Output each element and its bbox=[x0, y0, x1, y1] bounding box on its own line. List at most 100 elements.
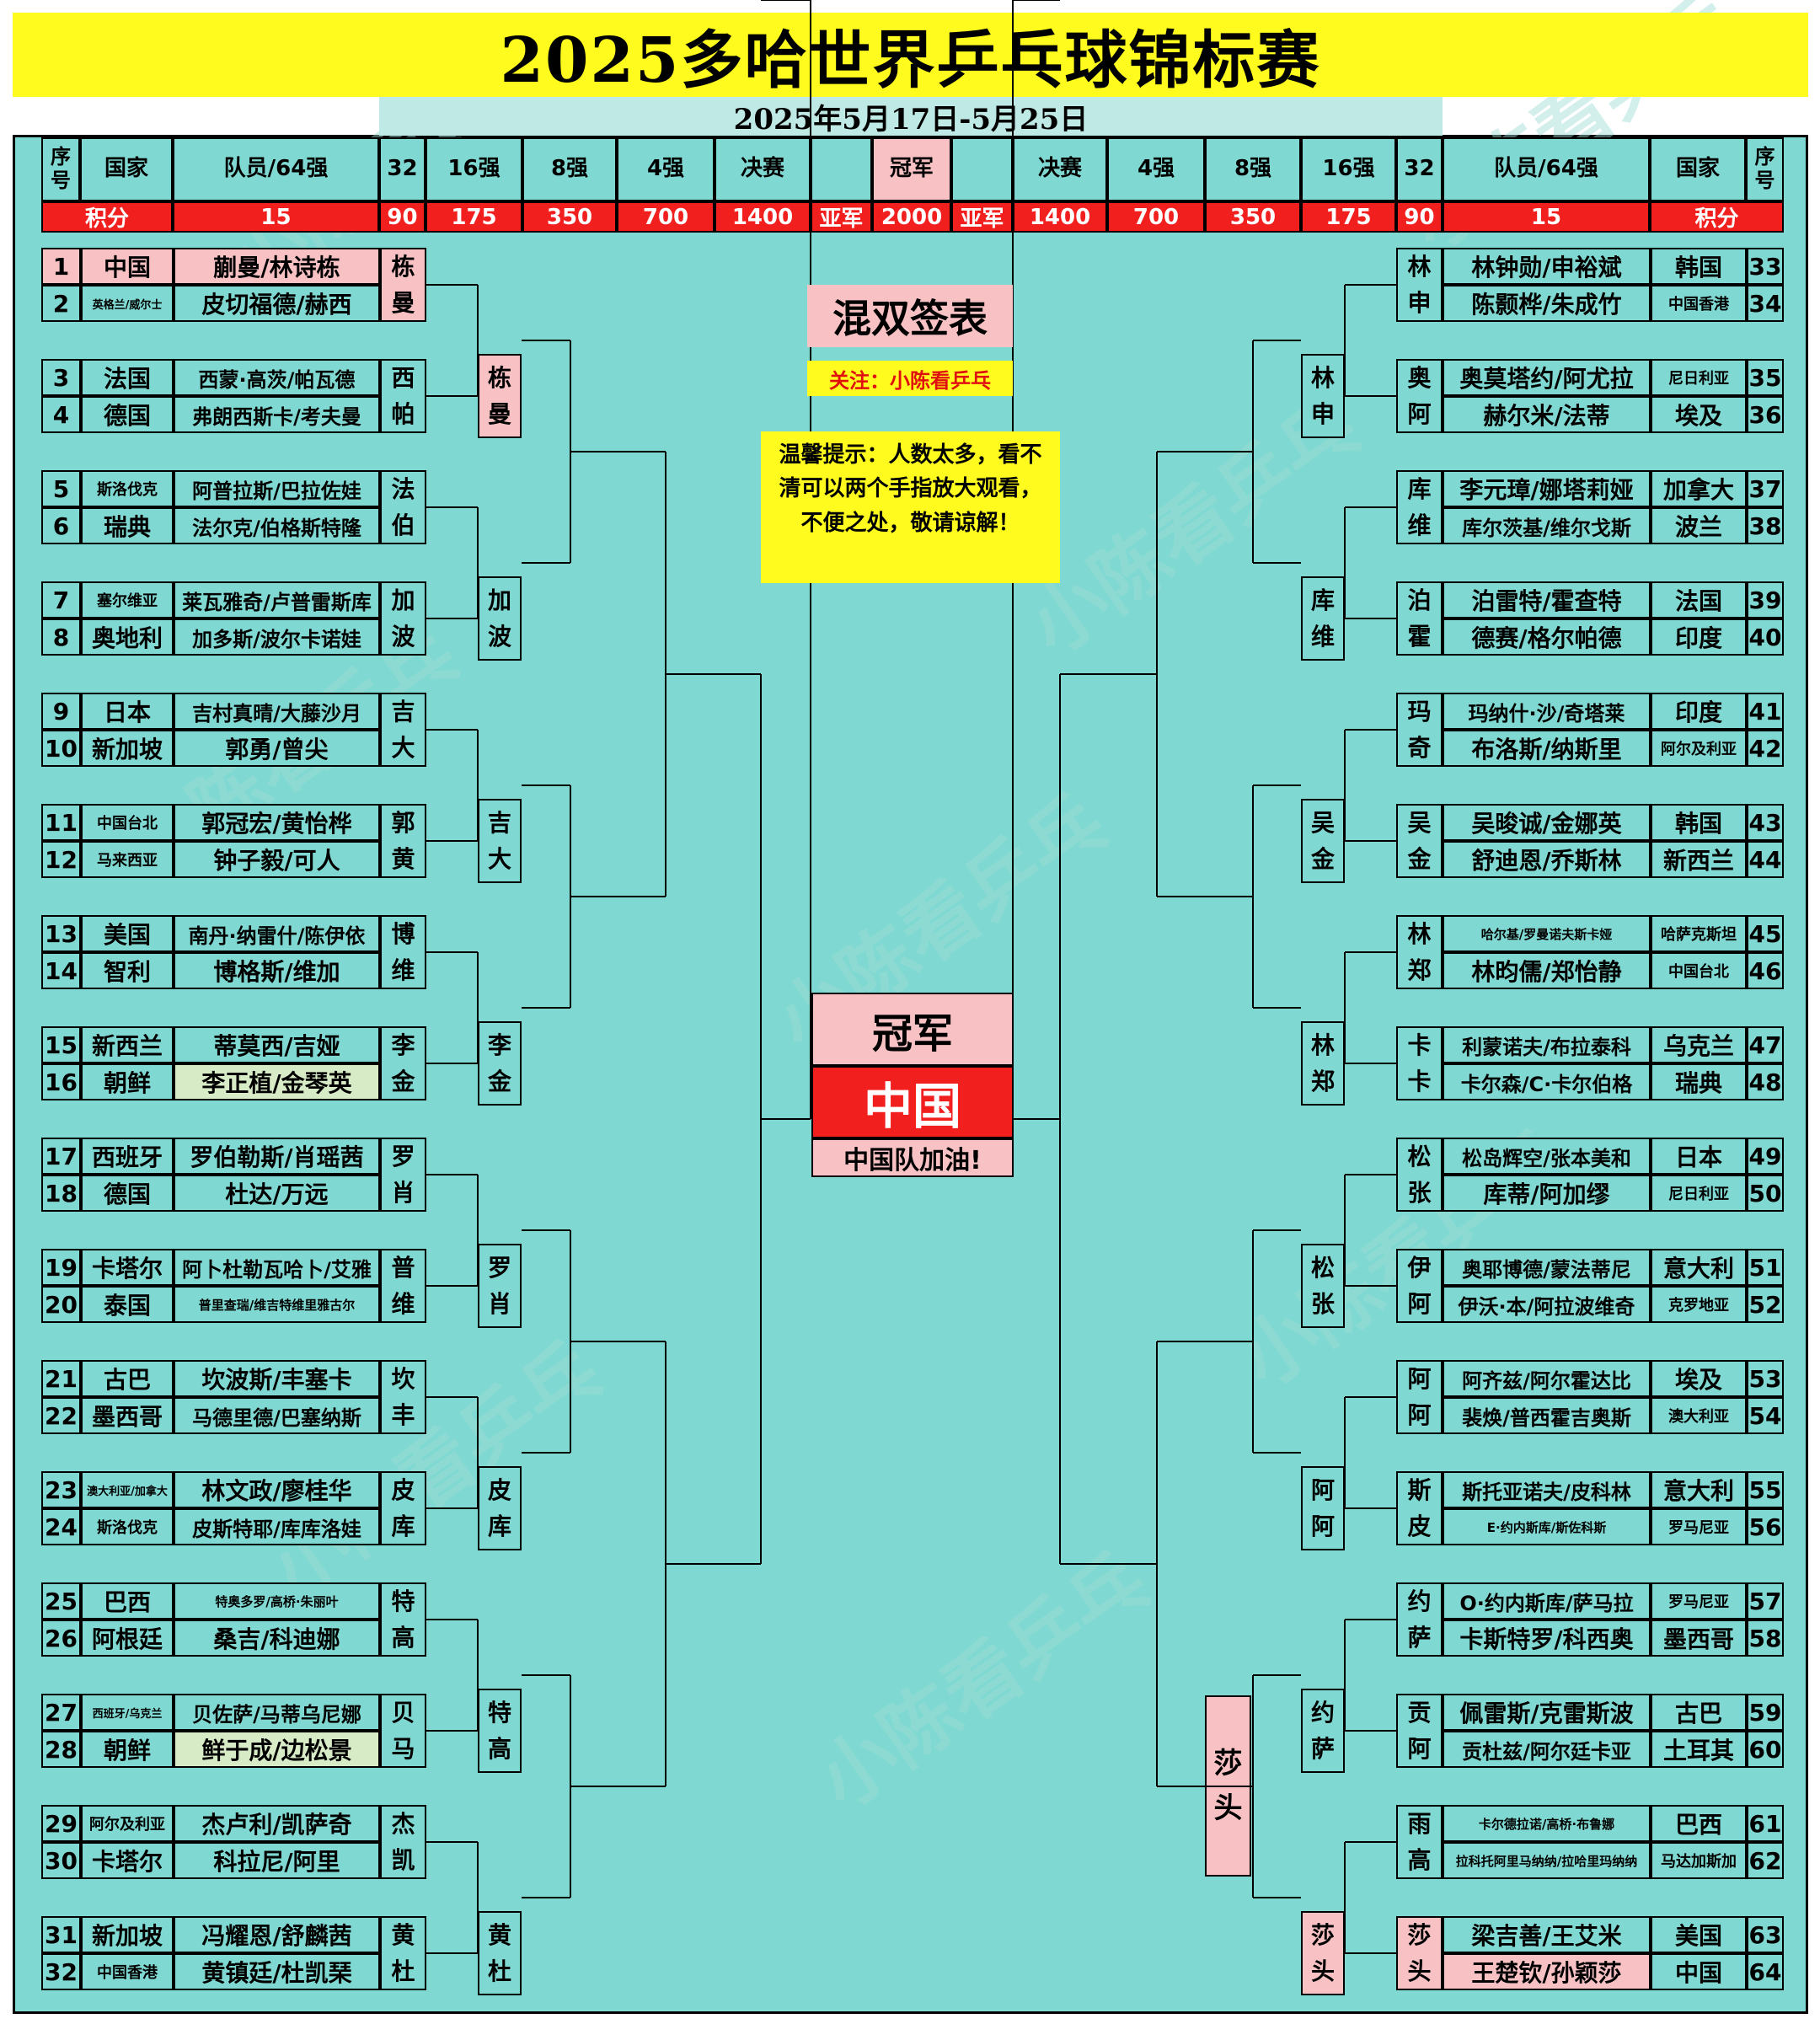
r32-winner-right: 卡卡 bbox=[1396, 1026, 1443, 1100]
abbr-char: 约 bbox=[1407, 1587, 1432, 1615]
abbr-char: 肖 bbox=[391, 1179, 415, 1207]
r32-winner-left: 皮库 bbox=[380, 1471, 426, 1545]
abbr-char: 曼 bbox=[487, 400, 511, 428]
team-players: 阿卜杜勒瓦哈卜/艾雅 bbox=[174, 1249, 380, 1286]
team-players: 皮斯特耶/库库洛娃 bbox=[174, 1508, 380, 1545]
team-players: 西蒙·高茨/帕瓦德 bbox=[174, 359, 380, 396]
r16-winner-left: 吉大 bbox=[478, 799, 522, 883]
seed-number: 4 bbox=[41, 396, 81, 433]
seed-number: 6 bbox=[41, 507, 81, 544]
team-country: 新西兰 bbox=[81, 1026, 174, 1063]
seed-number: 29 bbox=[41, 1805, 81, 1842]
seed-number: 26 bbox=[41, 1620, 81, 1657]
abbr-char: 斯 bbox=[1407, 1475, 1432, 1504]
team-players: 贝佐萨/马蒂乌尼娜 bbox=[174, 1694, 380, 1731]
team-country: 阿根廷 bbox=[81, 1620, 174, 1657]
seed-number: 22 bbox=[41, 1397, 81, 1434]
points-4: 700 bbox=[617, 201, 715, 233]
seed-number: 24 bbox=[41, 1508, 81, 1545]
abbr-char: 维 bbox=[1407, 511, 1432, 539]
seed-number: 52 bbox=[1747, 1286, 1784, 1323]
team-country: 马达加斯加 bbox=[1651, 1842, 1747, 1879]
team-players: 钟子毅/可人 bbox=[174, 841, 380, 878]
abbr-char: 皮 bbox=[487, 1475, 511, 1504]
seed-number: 12 bbox=[41, 841, 81, 878]
seed-number: 37 bbox=[1747, 470, 1784, 507]
team-players: 哈尔基/罗曼诺夫斯卡娅 bbox=[1443, 915, 1651, 952]
seed-number: 45 bbox=[1747, 915, 1784, 952]
team-country: 马来西亚 bbox=[81, 841, 174, 878]
champion-header: 冠军 bbox=[872, 137, 951, 201]
team-country: 哈萨克斯坦 bbox=[1651, 915, 1747, 952]
team-country: 西班牙/乌克兰 bbox=[81, 1694, 174, 1731]
final-header-right: 决赛 bbox=[1013, 137, 1107, 201]
abbr-char: 加 bbox=[391, 586, 415, 614]
abbr-char: 李 bbox=[391, 1031, 415, 1059]
abbr-char: 坎 bbox=[391, 1364, 415, 1393]
team-country: 乌克兰 bbox=[1651, 1026, 1747, 1063]
abbr-char: 帕 bbox=[391, 400, 415, 428]
seed-number: 27 bbox=[41, 1694, 81, 1731]
abbr-char: 加 bbox=[487, 586, 511, 614]
abbr-char: 贡 bbox=[1407, 1698, 1432, 1727]
team-players: 裴焕/普西霍吉奥斯 bbox=[1443, 1397, 1651, 1434]
abbr-char: 松 bbox=[1310, 1253, 1335, 1282]
team-players: 伊沃·本/阿拉波维奇 bbox=[1443, 1286, 1651, 1323]
seed-number: 20 bbox=[41, 1286, 81, 1323]
abbr-char: 张 bbox=[1310, 1290, 1335, 1318]
country-header-right: 国家 bbox=[1650, 137, 1746, 201]
team-players: 拉科托阿里马纳纳/拉哈里玛纳纳 bbox=[1443, 1842, 1651, 1879]
abbr-char: 维 bbox=[391, 1290, 415, 1318]
team-country: 加拿大 bbox=[1651, 470, 1747, 507]
abbr-char: 阿 bbox=[1407, 1735, 1432, 1763]
abbr-char: 黄 bbox=[391, 1920, 415, 1949]
team-players: 皮切福德/赫西 bbox=[174, 285, 380, 322]
team-country: 墨西哥 bbox=[1651, 1620, 1747, 1657]
abbr-char: 杰 bbox=[391, 1809, 415, 1838]
team-country: 朝鲜 bbox=[81, 1063, 174, 1100]
abbr-char: 凯 bbox=[391, 1846, 415, 1874]
r32-winner-left: 郭黄 bbox=[380, 804, 426, 878]
r32-winner-left: 特高 bbox=[380, 1582, 426, 1657]
abbr-char: 大 bbox=[487, 845, 511, 873]
abbr-char: 萨 bbox=[1310, 1735, 1335, 1763]
abbr-char: 卡 bbox=[1407, 1031, 1432, 1059]
r16-winner-right: 松张 bbox=[1301, 1244, 1345, 1328]
points-8: 350 bbox=[522, 201, 617, 233]
r32-winner-right: 林申 bbox=[1396, 248, 1443, 322]
r32-winner-left: 黄杜 bbox=[380, 1916, 426, 1990]
team-country: 新西兰 bbox=[1651, 841, 1747, 878]
team-country: 韩国 bbox=[1651, 248, 1747, 285]
abbr-char: 阿 bbox=[1407, 1364, 1432, 1393]
team-country: 古巴 bbox=[81, 1360, 174, 1397]
abbr-char: 杜 bbox=[391, 1957, 415, 1985]
team-players: 王楚钦/孙颖莎 bbox=[1443, 1953, 1651, 1990]
abbr-char: 阿 bbox=[1310, 1513, 1335, 1540]
r16-winner-right: 林郑 bbox=[1301, 1021, 1345, 1106]
team-players: 卡尔森/C·卡尔伯格 bbox=[1443, 1063, 1651, 1100]
abbr-char: 西 bbox=[391, 363, 415, 392]
team-players: 冯耀恩/舒麟茜 bbox=[174, 1916, 380, 1953]
seq-header: 序号 bbox=[41, 137, 80, 201]
abbr-char: 莎 bbox=[1407, 1920, 1432, 1949]
seed-number: 11 bbox=[41, 804, 81, 841]
team-players: 斯托亚诺夫/皮科林 bbox=[1443, 1471, 1651, 1508]
team-country: 卡塔尔 bbox=[81, 1842, 174, 1879]
abbr-char: 头 bbox=[1407, 1957, 1432, 1985]
team-players: 德赛/格尔帕德 bbox=[1443, 618, 1651, 656]
abbr-char: 金 bbox=[1310, 845, 1335, 873]
seed-number: 38 bbox=[1747, 507, 1784, 544]
team-players: 法尔克/伯格斯特隆 bbox=[174, 507, 380, 544]
abbr-char: 博 bbox=[391, 919, 415, 948]
points-runner: 亚军 bbox=[811, 201, 872, 233]
team-country: 意大利 bbox=[1651, 1249, 1747, 1286]
abbr-char: 吴 bbox=[1407, 808, 1432, 837]
abbr-char: 头 bbox=[1213, 1791, 1243, 1825]
team-country: 克罗地亚 bbox=[1651, 1286, 1747, 1323]
team-country: 中国 bbox=[81, 248, 174, 285]
seed-number: 53 bbox=[1747, 1360, 1784, 1397]
points-16-right: 175 bbox=[1301, 201, 1396, 233]
seed-number: 18 bbox=[41, 1175, 81, 1212]
r32-winner-left: 加波 bbox=[380, 581, 426, 656]
points-runner-right: 亚军 bbox=[951, 201, 1013, 233]
